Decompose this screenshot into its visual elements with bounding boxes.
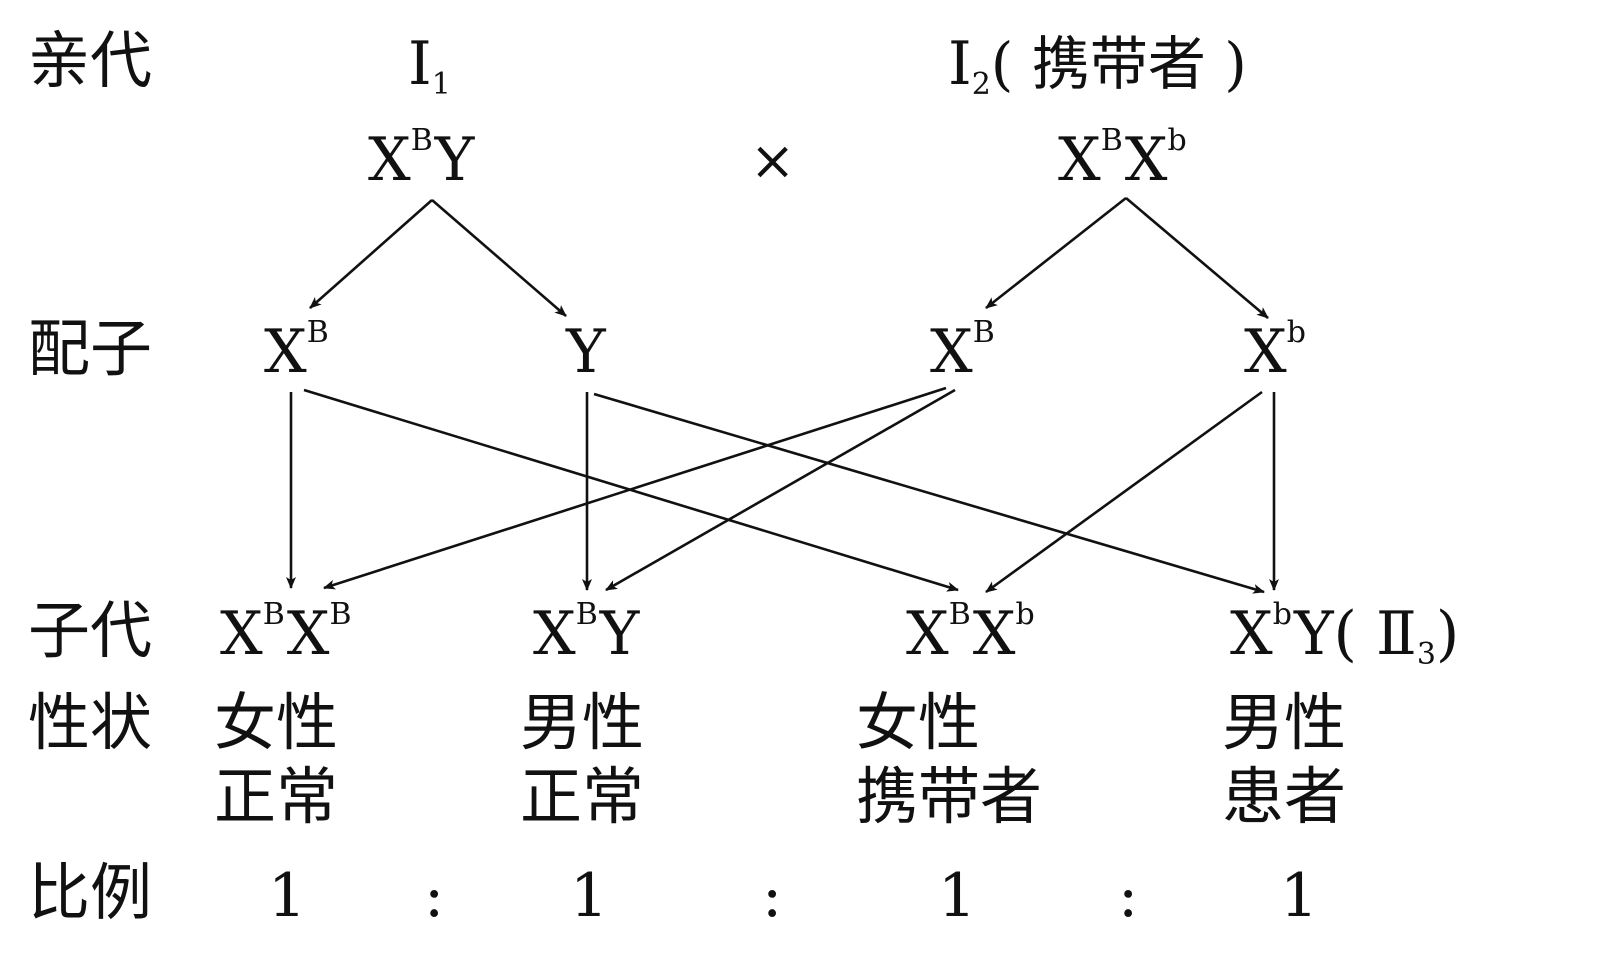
arrow-p2-to-xb [985, 196, 1127, 310]
ratio-value-3: 1 [938, 861, 977, 931]
parent-2-genotype: XBXb [1058, 123, 1187, 195]
offspring-3-genotype: XBXb [906, 597, 1035, 669]
trait-1-line1: 女性 [214, 686, 339, 759]
arrow-g2-to-o4 [593, 392, 1265, 594]
ratio-sep-1: : [424, 861, 445, 931]
row-label-parents: 亲代 [28, 24, 153, 97]
gamete-1: XB [264, 315, 329, 387]
trait-2-line2: 正常 [520, 760, 645, 833]
ratio-value-4: 1 [1280, 861, 1319, 931]
offspring-1-genotype: XBXB [220, 597, 352, 669]
arrow-p2-to-xb-small [1125, 197, 1269, 319]
arrow-p1-to-y [431, 199, 567, 317]
arrow-g3-to-o1 [323, 386, 947, 590]
trait-3-line2: 携带者 [856, 760, 1043, 833]
carrier-note: ( 携带者 ) [990, 30, 1247, 98]
gamete-4: Xb [1244, 315, 1306, 387]
ratio-sep-2: : [762, 861, 783, 931]
row-label-offspring: 子代 [28, 594, 153, 667]
row-label-ratio: 比例 [28, 856, 153, 929]
row-label-gametes: 配子 [28, 312, 153, 385]
parent-1-label: I1 [408, 29, 451, 102]
offspring-2-genotype: XBY [533, 597, 640, 669]
trait-4-line2: 患者 [1222, 760, 1347, 833]
arrow-g3-to-o2 [605, 388, 956, 592]
arrow-g4-to-o3 [985, 390, 1263, 594]
gamete-2: Y [566, 317, 606, 387]
trait-2-line1: 男性 [520, 686, 645, 759]
cross-symbol: × [750, 129, 796, 192]
row-label-traits: 性状 [28, 686, 153, 759]
ratio-value-1: 1 [268, 861, 307, 931]
trait-4-line1: 男性 [1222, 686, 1347, 759]
offspring-4-genotype: XbY( Ⅱ3) [1230, 597, 1460, 672]
ratio-sep-3: : [1118, 861, 1139, 931]
gamete-3: XB [930, 315, 995, 387]
trait-1-line2: 正常 [214, 760, 339, 833]
parent-2-label: I2( 携带者 ) [948, 29, 1247, 102]
arrow-p1-to-xb [309, 199, 433, 309]
trait-3-line1: 女性 [856, 686, 981, 759]
parent-1-genotype: XBY [368, 123, 475, 195]
ratio-value-2: 1 [570, 861, 609, 931]
offspring-4-pedigree-id: ( Ⅱ3) [1333, 599, 1460, 672]
